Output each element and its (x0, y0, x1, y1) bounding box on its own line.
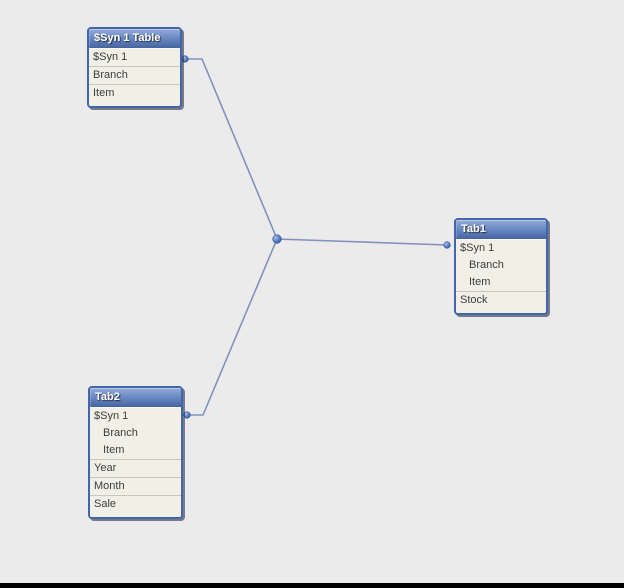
connection-node-icon (181, 55, 189, 63)
table-field: $Syn 1 (94, 410, 129, 422)
table-title[interactable]: $Syn 1 Table (89, 29, 180, 48)
table-field: Year (90, 459, 181, 477)
table-field: Sale (90, 495, 181, 513)
connection-node-icon (183, 411, 191, 419)
table-field: Item (469, 276, 491, 288)
table-field: $Syn 1 (93, 51, 128, 63)
table-title[interactable]: Tab1 (456, 220, 546, 239)
table-field: Branch (89, 66, 180, 84)
connection-node-icon (443, 241, 451, 249)
table-field: Item (103, 444, 125, 456)
table-field: Month (90, 477, 181, 495)
connector-junction-to-tab1 (276, 238, 448, 246)
table-tab2[interactable]: Tab2 $Syn 1 Branch Item Year Month Sale (88, 386, 183, 519)
connector-tab2-to-junction (187, 238, 278, 416)
table-field: Branch (469, 259, 504, 271)
table-field: Branch (103, 427, 138, 439)
table-field-list: $Syn 1 Branch Item Stock (456, 239, 546, 313)
table-field-list: $Syn 1 Branch Item (89, 48, 180, 106)
table-title[interactable]: Tab2 (90, 388, 181, 407)
table-field-list: $Syn 1 Branch Item Year Month Sale (90, 407, 181, 517)
table-field: Stock (456, 291, 546, 309)
connector-syn1-to-junction (185, 58, 278, 240)
window-bottom-edge (0, 583, 624, 588)
table-field: $Syn 1 (460, 242, 495, 254)
table-syn1[interactable]: $Syn 1 Table $Syn 1 Branch Item (87, 27, 182, 108)
table-tab1[interactable]: Tab1 $Syn 1 Branch Item Stock (454, 218, 548, 315)
junction-node-icon (272, 234, 282, 244)
table-field: Item (89, 84, 180, 102)
